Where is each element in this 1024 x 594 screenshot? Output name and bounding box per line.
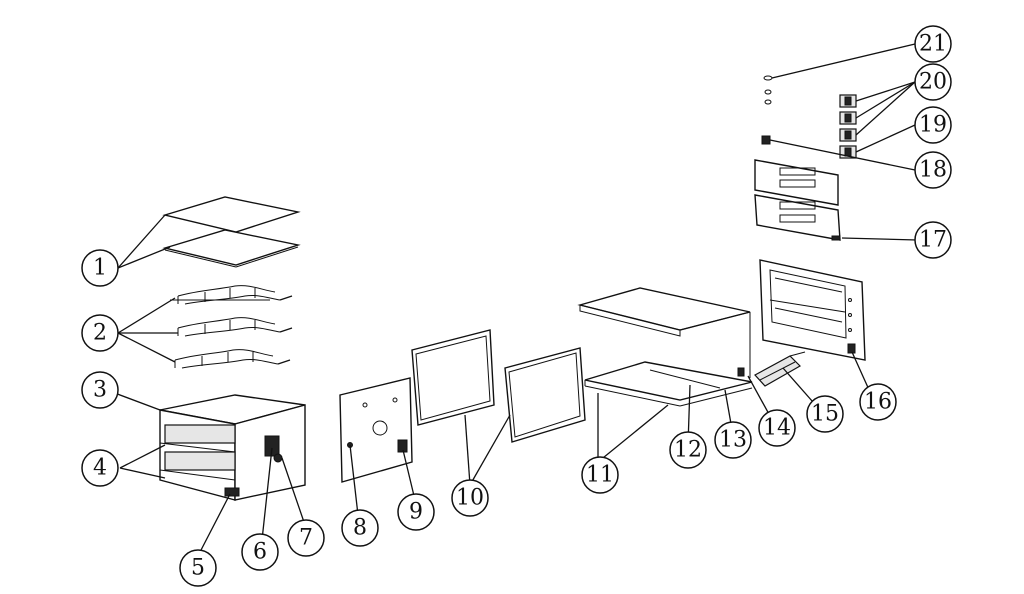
- svg-text:14: 14: [763, 416, 791, 441]
- callout-6: 6: [241, 533, 279, 571]
- glass-panels: [411, 329, 586, 443]
- svg-text:13: 13: [719, 428, 747, 453]
- leader-lines: [111, 43, 918, 553]
- wiring-harness: [754, 351, 806, 387]
- svg-text:18: 18: [919, 158, 947, 183]
- base-bracket: [224, 487, 240, 497]
- control-knobs: [839, 94, 857, 159]
- callout-13: 13: [714, 421, 752, 459]
- switch: [397, 439, 408, 453]
- svg-text:15: 15: [811, 402, 839, 427]
- heating-element-bottom: [174, 349, 291, 369]
- thermostat-bracket: [264, 435, 280, 457]
- svg-text:1: 1: [93, 256, 107, 281]
- heating-elements: [170, 285, 293, 369]
- svg-text:11: 11: [586, 463, 614, 488]
- svg-text:3: 3: [93, 378, 107, 403]
- callout-20: 20: [914, 63, 952, 101]
- svg-text:20: 20: [919, 70, 947, 95]
- knob-shaft: [273, 453, 283, 463]
- screws: [763, 75, 773, 105]
- callout-10: 10: [451, 479, 489, 517]
- callout-2: 2: [81, 314, 119, 352]
- callout-3: 3: [81, 371, 119, 409]
- svg-text:4: 4: [93, 456, 107, 481]
- svg-text:19: 19: [919, 113, 947, 138]
- svg-text:17: 17: [919, 228, 947, 253]
- connector: [761, 135, 771, 145]
- callout-12: 12: [669, 431, 707, 469]
- callout-18: 18: [914, 151, 952, 189]
- callout-1: 1: [81, 249, 119, 287]
- callouts: 1 2 3 4 5 6 7 8 9 10 11 12 13 14 15 16 1…: [81, 25, 952, 587]
- callout-9: 9: [397, 493, 435, 531]
- plate-panels: [162, 196, 301, 268]
- front-frame: [759, 259, 866, 361]
- callout-11: 11: [581, 456, 619, 494]
- callout-5: 5: [179, 549, 217, 587]
- svg-text:5: 5: [191, 556, 205, 581]
- svg-text:9: 9: [409, 500, 423, 525]
- heating-element-middle: [177, 317, 293, 337]
- callout-21: 21: [914, 25, 952, 63]
- inner-frame: [577, 287, 753, 407]
- svg-text:2: 2: [93, 321, 107, 346]
- svg-text:12: 12: [674, 438, 702, 463]
- svg-text:7: 7: [299, 526, 313, 551]
- callout-17: 17: [914, 221, 952, 259]
- door-panels: [754, 159, 841, 241]
- svg-text:8: 8: [353, 516, 367, 541]
- callout-16: 16: [859, 383, 897, 421]
- callout-8: 8: [341, 509, 379, 547]
- callout-14: 14: [758, 409, 796, 447]
- svg-text:21: 21: [919, 32, 947, 57]
- svg-text:16: 16: [864, 390, 892, 415]
- control-plate: [339, 377, 413, 483]
- callout-15: 15: [806, 395, 844, 433]
- heating-element-top: [170, 285, 293, 305]
- svg-text:10: 10: [456, 486, 484, 511]
- oven-chamber: [159, 394, 306, 501]
- svg-text:6: 6: [253, 540, 267, 565]
- callout-19: 19: [914, 106, 952, 144]
- callout-4: 4: [81, 449, 119, 487]
- callout-7: 7: [287, 519, 325, 557]
